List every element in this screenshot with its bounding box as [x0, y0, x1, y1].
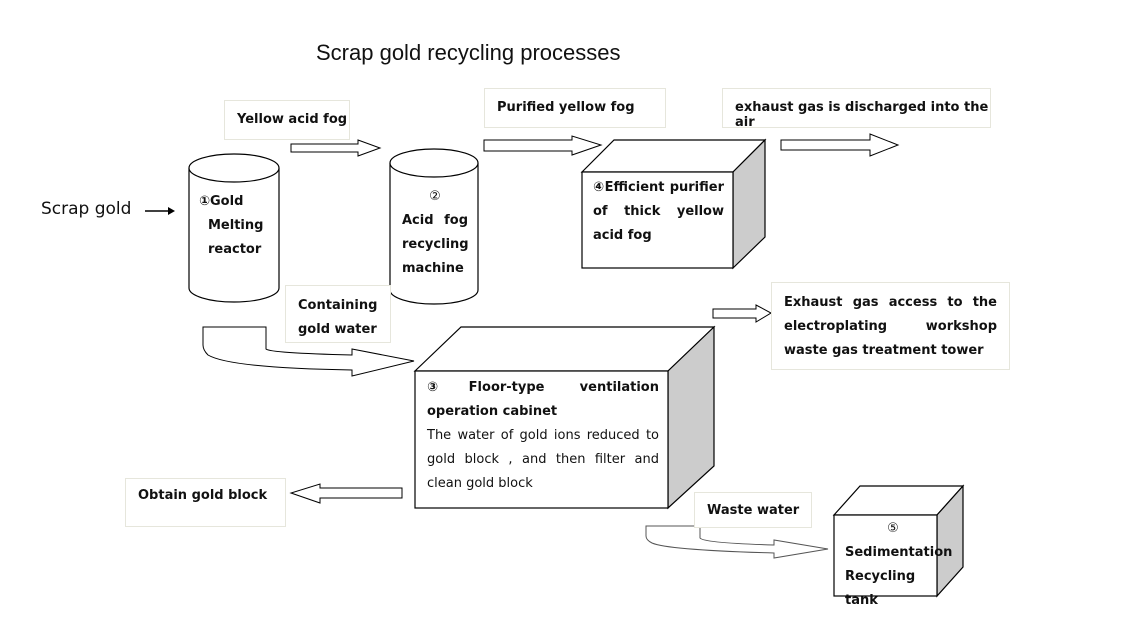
label-waste-water-text: Waste water: [707, 503, 800, 518]
label-yellow-acid-fog-text: Yellow acid fog: [237, 112, 348, 127]
equipment-3-text: ③Floor-type ventilation operation cabine…: [427, 376, 659, 496]
equipment-5-number: ⑤: [887, 521, 899, 536]
equipment-2-number: ②: [429, 189, 441, 204]
equipment-2-text: ② Acid fog recycling machine: [402, 185, 469, 281]
equipment-1-line2: Melting: [208, 218, 264, 233]
equipment-5-line2: Recycling tank: [845, 569, 916, 608]
equipment-1-line1: Gold: [210, 194, 244, 209]
diagram-title: Scrap gold recycling processes: [316, 40, 621, 65]
arrow-obtain-gold: [289, 483, 403, 504]
equipment-4-number: ④: [593, 180, 605, 195]
equipment-2-line1: Acid fog: [402, 213, 468, 228]
box-sedimentation-tank: [832, 484, 965, 598]
label-purified-yellow-fog-text: Purified yellow fog: [497, 100, 635, 115]
equipment-1-line3: reactor: [208, 242, 262, 257]
label-exhaust-to-air-text: exhaust gas is discharged into the air: [735, 100, 989, 130]
equipment-1-text: ①Gold Melting reactor: [199, 190, 277, 262]
equipment-2-line2: recycling: [402, 237, 469, 252]
label-purified-yellow-fog: Purified yellow fog: [484, 88, 666, 128]
equipment-3-description: The water of gold ions reduced to gold b…: [427, 428, 659, 491]
label-waste-water: Waste water: [694, 492, 812, 528]
label-exhaust-to-tower: Exhaust gas access to the electroplating…: [771, 282, 1010, 370]
equipment-3-title: Floor-type ventilation operation cabinet: [427, 380, 659, 419]
arrow-exhaust-air: [780, 133, 900, 157]
label-obtain-gold-block-text: Obtain gold block: [138, 488, 268, 503]
label-containing-line2: gold water: [298, 322, 377, 337]
label-yellow-acid-fog: Yellow acid fog: [224, 100, 350, 140]
equipment-1-number: ①: [199, 194, 211, 209]
label-exhaust-to-air: exhaust gas is discharged into the air: [722, 88, 991, 130]
arrow-yellow-fog: [290, 139, 382, 157]
input-scrap-gold: Scrap gold: [41, 199, 132, 219]
input-arrow: [145, 207, 175, 215]
equipment-3-number: ③: [427, 380, 469, 395]
equipment-5-line1: Sedimentation: [845, 545, 953, 560]
box-efficient-purifier: [580, 138, 767, 270]
label-exhaust-to-tower-text: Exhaust gas access to the electroplating…: [784, 295, 997, 358]
equipment-4-text: ④Efficient purifier of thick yellow acid…: [593, 176, 724, 248]
equipment-2-line3: machine: [402, 261, 464, 276]
cylinder-acid-fog-recycling-machine: [389, 148, 479, 305]
box-ventilation-cabinet: [413, 325, 716, 510]
curved-arrow-gold-water: [202, 326, 415, 377]
label-obtain-gold-block: Obtain gold block: [125, 478, 286, 527]
curved-arrow-waste-water: [645, 525, 829, 559]
label-containing-gold-water: Containing gold water: [285, 285, 391, 343]
equipment-4-title: Efficient purifier of thick yellow acid …: [593, 180, 724, 243]
cylinder-gold-melting-reactor: [188, 153, 280, 303]
equipment-5-text: ⑤ Sedimentation Recycling tank: [845, 517, 953, 613]
label-containing-line1: Containing: [298, 298, 378, 313]
arrow-purified-fog: [483, 135, 603, 156]
arrow-exhaust-tower: [712, 304, 773, 323]
